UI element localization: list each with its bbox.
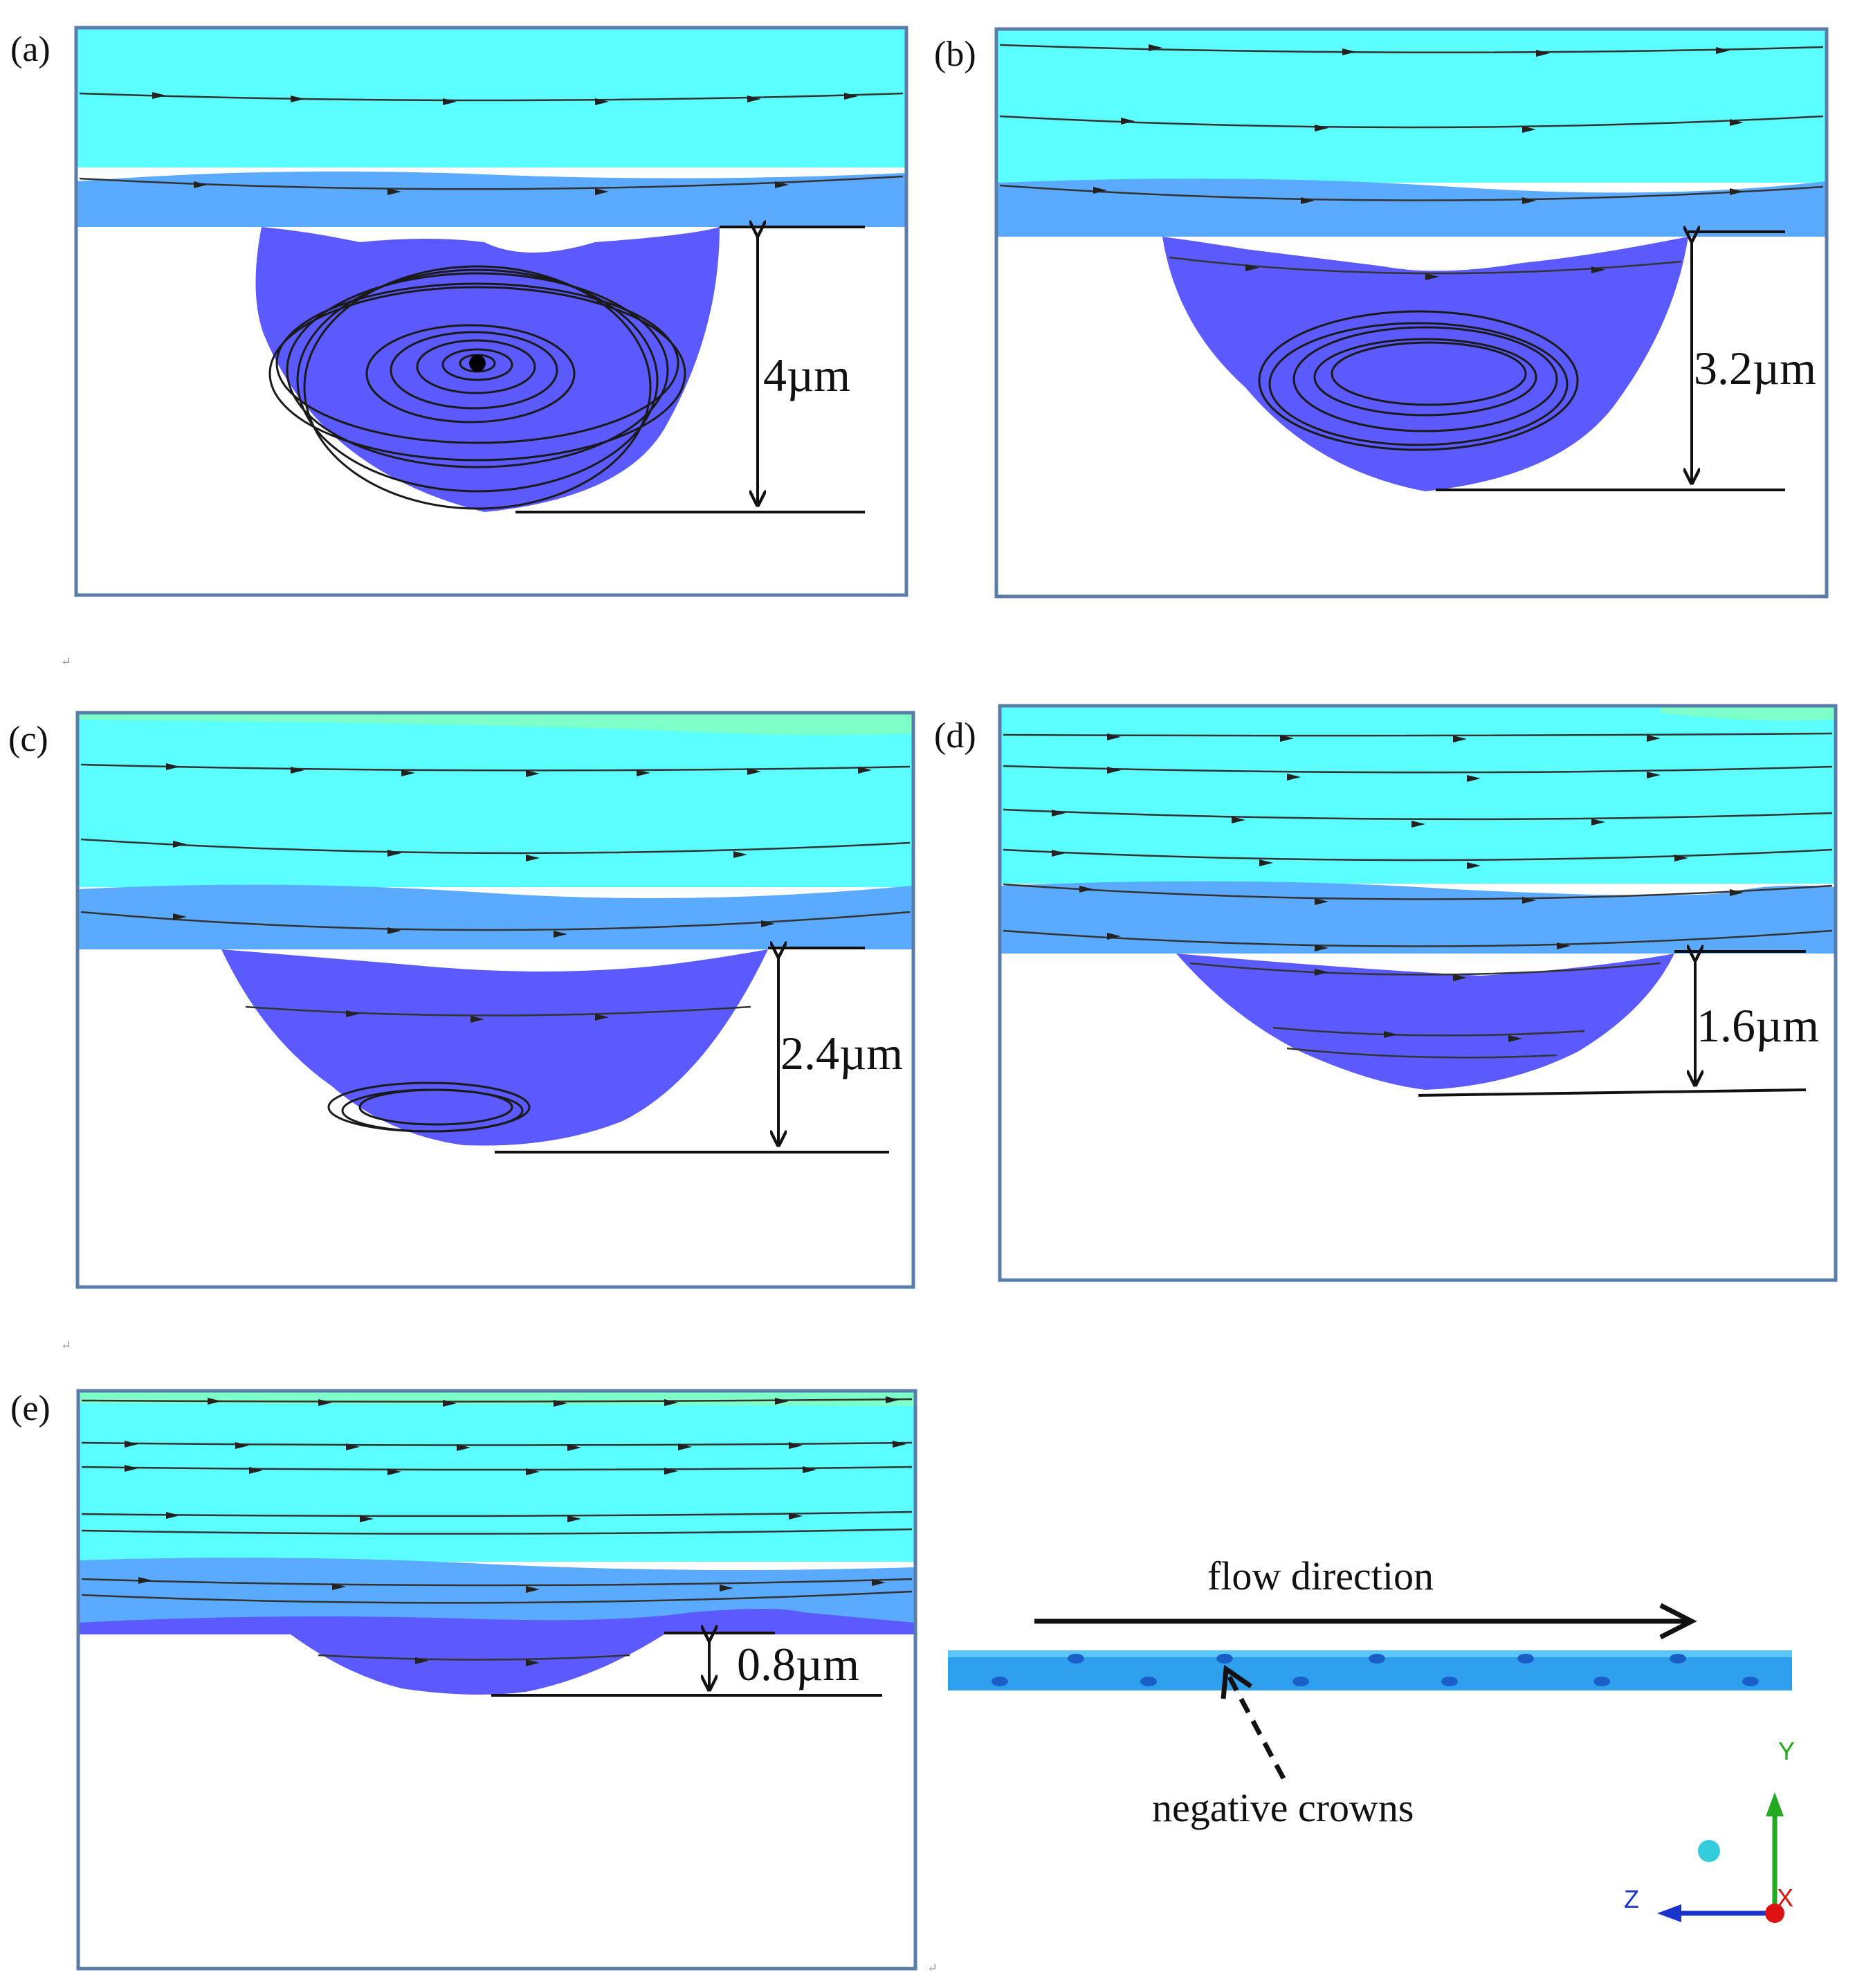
paragraph-mark: ↵ <box>927 1961 938 1975</box>
cavity-region <box>1162 237 1688 491</box>
mid-flow-region <box>77 167 905 227</box>
mid-flow-region <box>1001 881 1834 954</box>
fast-flow-region <box>80 1392 914 1562</box>
panel-b-frame <box>994 27 1829 599</box>
depth-label-d: 1.6µm <box>1697 999 1819 1052</box>
panel-c: (c) 2.4µm <box>8 711 915 1289</box>
fast-flow-region <box>77 29 905 167</box>
panel-a-label: (a) <box>10 30 51 69</box>
panel-b-label: (b) <box>934 35 976 74</box>
top-tint-region <box>79 714 912 736</box>
panel-a: (a) 4µm <box>10 26 908 597</box>
streamline-arrows <box>152 92 858 195</box>
streamline-arrows <box>1052 733 1744 1042</box>
cavity-region <box>221 949 768 1146</box>
crown-dots <box>992 1654 1759 1686</box>
streamline-arrows <box>166 763 872 1023</box>
negative-crowns-label: negative crowns <box>1152 1785 1414 1830</box>
vortex-b <box>1258 310 1579 451</box>
fast-flow-region <box>1001 707 1834 884</box>
panel-e-label: (e) <box>10 1389 51 1428</box>
panel-c-label: (c) <box>8 720 48 759</box>
streamline-arrows <box>1093 44 1744 280</box>
origin-sphere <box>1698 1840 1720 1862</box>
mid-flow-region <box>998 179 1825 237</box>
flow-arrowhead <box>1659 1603 1697 1640</box>
inset-schematic: flow direction negative crowns Y Z X <box>948 1553 1795 1923</box>
x-axis-label: X <box>1777 1884 1793 1912</box>
z-axis-label: Z <box>1624 1885 1639 1913</box>
top-tint-region <box>1661 707 1834 721</box>
panel-c-frame <box>75 711 915 1289</box>
panel-e-frame <box>76 1389 917 1971</box>
vortex-a <box>268 265 686 510</box>
panel-b: (b) 3.2µm <box>934 27 1829 599</box>
depth-label-b: 3.2µm <box>1694 342 1816 394</box>
paragraph-mark: ↵ <box>61 1338 71 1352</box>
panel-a-frame <box>74 26 908 597</box>
fast-flow-region <box>998 30 1825 183</box>
paragraph-mark: ↵ <box>61 655 71 668</box>
streamline-arrows <box>125 1396 906 1666</box>
mid-flow-region <box>79 884 912 949</box>
depth-label-e: 0.8µm <box>737 1638 859 1690</box>
depth-label-a: 4µm <box>763 349 850 401</box>
axis-triad: Y Z X <box>1624 1737 1795 1923</box>
vortex-c <box>327 1082 531 1133</box>
panel-d-label: (d) <box>934 716 976 756</box>
crowns-pointer <box>1225 1673 1286 1780</box>
panel-e: (e) <box>10 1389 917 1971</box>
top-tint-region <box>80 1392 914 1406</box>
x-axis-dot <box>1765 1904 1784 1923</box>
panel-d: (d) <box>934 704 1838 1282</box>
depth-label-c: 2.4µm <box>780 1027 903 1079</box>
panel-d-frame <box>998 704 1838 1282</box>
flow-direction-label: flow direction <box>1207 1553 1434 1598</box>
y-axis-label: Y <box>1778 1737 1795 1765</box>
fast-flow-region <box>79 714 912 887</box>
cavity-region <box>291 1634 664 1695</box>
